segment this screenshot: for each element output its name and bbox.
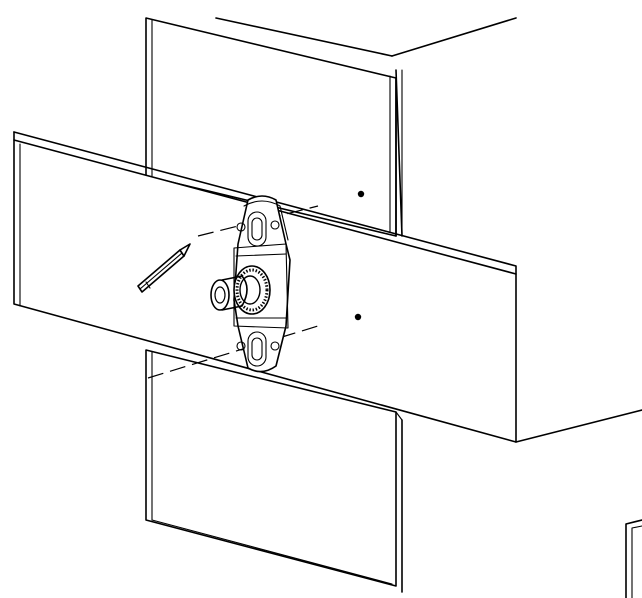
adjuster-knob [210,265,271,315]
upper-cabinet [145,17,517,237]
adjacent-cabinet-corner [625,519,642,598]
pencil-icon [137,243,191,293]
lower-cabinet [145,349,403,593]
drill-hole-upper [357,190,365,198]
drill-hole-lower [354,313,362,321]
